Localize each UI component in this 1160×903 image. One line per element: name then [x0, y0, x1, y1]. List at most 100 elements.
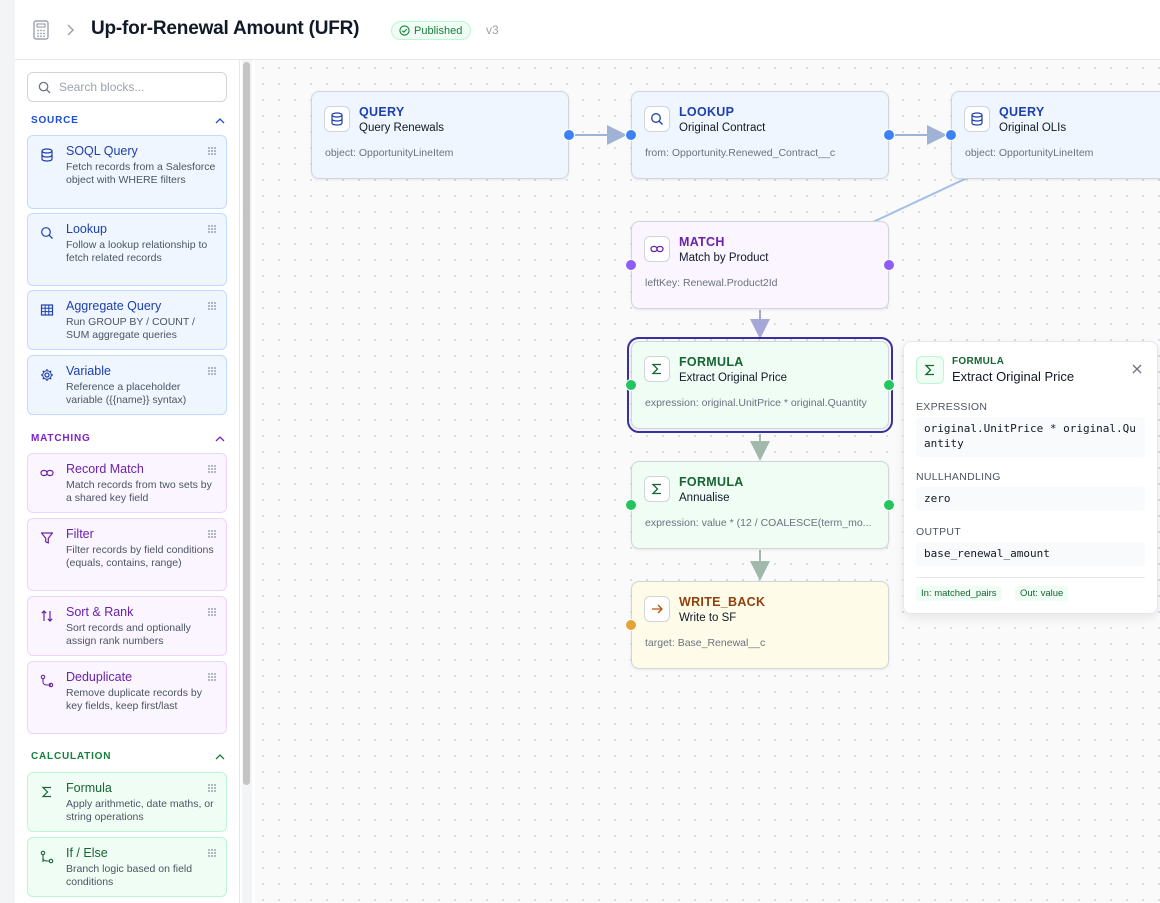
- arrow-right-icon: [652, 604, 663, 614]
- node-type: WRITE_BACK: [679, 595, 766, 609]
- output-port[interactable]: [883, 129, 895, 141]
- drag-handle-icon[interactable]: [207, 224, 217, 234]
- block-name: Variable: [66, 364, 111, 378]
- app-window: Up-for-Renewal Amount (UFR) Published v3…: [15, 0, 1160, 903]
- input-port[interactable]: [625, 619, 637, 631]
- node-type: QUERY: [999, 105, 1045, 119]
- input-port[interactable]: [625, 259, 637, 271]
- chevron-up-icon[interactable]: [215, 117, 225, 124]
- section-header-source[interactable]: SOURCE: [31, 115, 225, 126]
- section-title: CALCULATION: [31, 751, 112, 762]
- search-icon: [651, 113, 663, 125]
- drag-handle-icon[interactable]: [207, 783, 217, 793]
- search-input[interactable]: [59, 80, 209, 94]
- node-type: FORMULA: [679, 355, 744, 369]
- block-desc: Branch logic based on field conditions: [66, 863, 193, 888]
- node-icon: [644, 106, 670, 132]
- field-value-output[interactable]: base_renewal_amount: [916, 542, 1145, 566]
- input-port[interactable]: [625, 499, 637, 511]
- palette-block-soql-query[interactable]: SOQL Query Fetch records from a Salesfor…: [27, 135, 227, 209]
- search-box[interactable]: [27, 72, 227, 102]
- node-match-by-product[interactable]: MATCH Match by Product leftKey: Renewal.…: [625, 221, 895, 309]
- drag-handle-icon[interactable]: [207, 672, 217, 682]
- output-port[interactable]: [883, 379, 895, 391]
- node-label: Original Contract: [679, 122, 766, 134]
- edges-layer: [568, 125, 968, 581]
- block-desc: Fetch records from a Salesforce object w…: [66, 161, 216, 186]
- drag-handle-icon[interactable]: [207, 529, 217, 539]
- link-icon: [650, 245, 664, 253]
- block-desc: Follow a lookup relationship to fetch re…: [66, 239, 208, 264]
- drag-handle-icon[interactable]: [207, 848, 217, 858]
- palette-block-if-else[interactable]: If / Else Branch logic based on field co…: [27, 837, 227, 897]
- palette-block-lookup[interactable]: Lookup Follow a lookup relationship to f…: [27, 213, 227, 286]
- search-icon: [41, 227, 53, 239]
- node-label: Original OLIs: [999, 122, 1067, 134]
- node-type: QUERY: [359, 105, 405, 119]
- node-icon: [644, 356, 670, 382]
- node-prop: object: OpportunityLineItem: [965, 147, 1094, 159]
- block-name: Deduplicate: [66, 670, 133, 684]
- node-lookup-original-contract[interactable]: LOOKUP Original Contract from: Opportuni…: [625, 91, 895, 179]
- page-title: Up-for-Renewal Amount (UFR): [91, 18, 360, 39]
- node-label: Extract Original Price: [679, 372, 788, 384]
- input-tag: In: matched_pairs: [916, 586, 1002, 601]
- palette-block-aggregate-query[interactable]: Aggregate Query Run GROUP BY / COUNT / S…: [27, 290, 227, 350]
- palette-block-formula[interactable]: Formula Apply arithmetic, date maths, or…: [27, 772, 227, 832]
- block-name: Aggregate Query: [66, 299, 162, 313]
- field-value-nullhandling[interactable]: zero: [916, 487, 1145, 511]
- node-query-original-olis[interactable]: QUERY Original OLIs object: OpportunityL…: [945, 91, 1160, 179]
- drag-handle-icon[interactable]: [207, 366, 217, 376]
- input-port[interactable]: [625, 379, 637, 391]
- node-formula-extract-original-price[interactable]: FORMULA Extract Original Price expressio…: [625, 337, 895, 433]
- link-icon: [40, 469, 54, 477]
- input-port[interactable]: [625, 129, 637, 141]
- node-prop: target: Base_Renewal__c: [645, 637, 766, 649]
- input-port[interactable]: [945, 129, 957, 141]
- drag-handle-icon[interactable]: [207, 464, 217, 474]
- chevron-right-icon: [67, 24, 75, 36]
- search-icon: [38, 81, 51, 94]
- drag-handle-icon[interactable]: [207, 607, 217, 617]
- node-write-back[interactable]: WRITE_BACK Write to SF target: Base_Rene…: [625, 581, 889, 669]
- database-icon: [41, 148, 53, 162]
- output-port[interactable]: [563, 129, 575, 141]
- node-label: Match by Product: [679, 252, 769, 264]
- block-name: SOQL Query: [66, 144, 138, 158]
- field-label-nullhandling: NULLHANDLING: [916, 471, 1001, 483]
- block-desc: Filter records by field conditions (equa…: [66, 544, 214, 569]
- output-port[interactable]: [883, 499, 895, 511]
- node-type: FORMULA: [679, 475, 744, 489]
- palette-block-variable[interactable]: Variable Reference a placeholder variabl…: [27, 355, 227, 415]
- calculator-icon[interactable]: [33, 20, 49, 40]
- palette-block-deduplicate[interactable]: Deduplicate Remove duplicate records by …: [27, 661, 227, 734]
- palette-block-sort-rank[interactable]: Sort & Rank Sort records and optionally …: [27, 596, 227, 656]
- drag-handle-icon[interactable]: [207, 301, 217, 311]
- close-icon[interactable]: [1130, 362, 1144, 376]
- palette-block-record-match[interactable]: Record Match Match records from two sets…: [27, 453, 227, 513]
- filter-icon: [40, 532, 54, 544]
- drag-handle-icon[interactable]: [207, 146, 217, 156]
- node-formula-annualise[interactable]: FORMULA Annualise expression: value * (1…: [625, 461, 895, 549]
- node-query-renewals[interactable]: QUERY Query Renewals object: Opportunity…: [311, 91, 575, 179]
- node-type: MATCH: [679, 235, 725, 249]
- chevron-up-icon[interactable]: [215, 753, 225, 760]
- edge-olis-to-match[interactable]: [872, 177, 968, 223]
- section-header-calculation[interactable]: CALCULATION: [31, 751, 225, 762]
- field-label-expression: EXPRESSION: [916, 401, 988, 413]
- dedupe-icon: [40, 674, 54, 688]
- output-port[interactable]: [883, 259, 895, 271]
- check-circle-icon: [399, 25, 410, 36]
- block-name: Filter: [66, 527, 94, 541]
- scrollbar-thumb[interactable]: [243, 62, 250, 785]
- sidebar-scrollbar[interactable]: [242, 60, 252, 903]
- section-header-matching[interactable]: MATCHING: [31, 433, 225, 444]
- chevron-up-icon[interactable]: [215, 435, 225, 442]
- palette-block-filter[interactable]: Filter Filter records by field condition…: [27, 518, 227, 591]
- node-label: Write to SF: [679, 612, 737, 624]
- node-icon: [644, 476, 670, 502]
- flow-canvas[interactable]: QUERY Query Renewals object: Opportunity…: [255, 60, 1160, 903]
- sigma-icon: [924, 364, 934, 376]
- field-value-expression[interactable]: original.UnitPrice * original.Quantity: [916, 417, 1145, 457]
- block-desc: Reference a placeholder variable ({{name…: [66, 381, 187, 406]
